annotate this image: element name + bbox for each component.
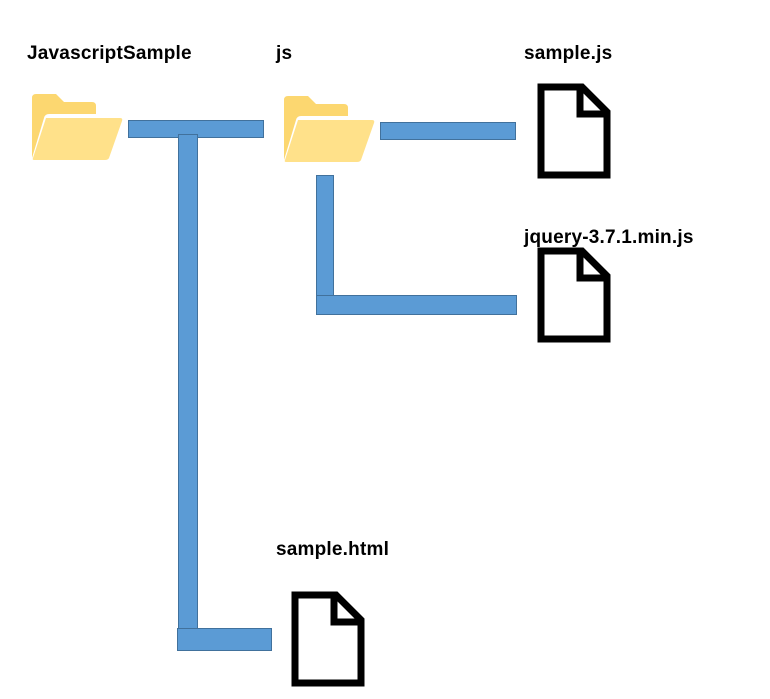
js-folder-icon[interactable] <box>282 94 376 164</box>
sample-js-label: sample.js <box>524 43 613 64</box>
root-folder-icon[interactable] <box>30 92 124 162</box>
js-folder-label: js <box>276 43 293 64</box>
jquery-file-icon[interactable] <box>536 246 612 344</box>
sample-js-file-icon[interactable] <box>536 82 612 180</box>
root-folder-label: JavascriptSample <box>27 43 192 64</box>
js-to-jquery-connector <box>316 295 517 315</box>
root-vertical-connector <box>178 134 198 650</box>
js-vertical-connector <box>316 175 334 313</box>
js-to-sample-js-connector <box>380 122 516 140</box>
sample-html-file-icon[interactable] <box>290 590 366 688</box>
sample-html-label: sample.html <box>276 539 390 560</box>
to-sample-html-connector <box>177 628 272 651</box>
jquery-label: jquery-3.7.1.min.js <box>524 227 694 248</box>
